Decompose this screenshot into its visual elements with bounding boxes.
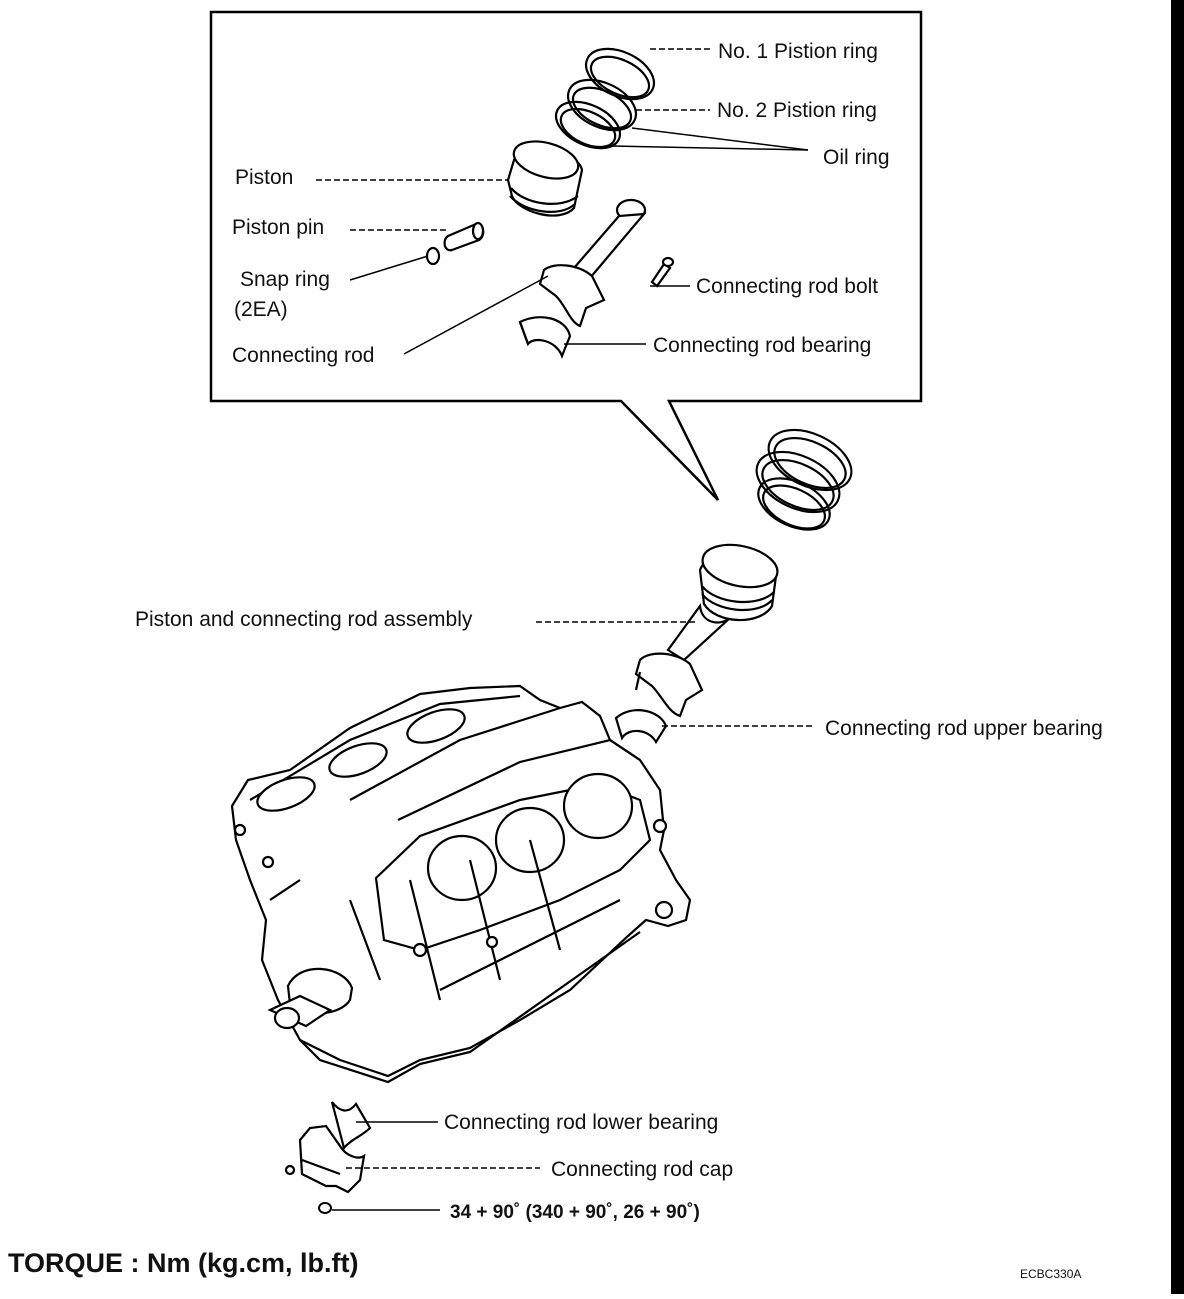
label-snap-ring-qty: (2EA) — [234, 298, 288, 321]
rod-bolt-detail — [650, 256, 675, 288]
lower-leader-lines — [332, 1121, 540, 1211]
label-piston-pin: Piston pin — [232, 216, 324, 239]
label-no1-piston-ring: No. 1 Pistion ring — [718, 40, 878, 63]
figure-code: ECBC330A — [1020, 1267, 1081, 1281]
piston-rings-detail — [554, 47, 656, 150]
piston-rod-assembly — [634, 543, 779, 718]
label-rod-bearing: Connecting rod bearing — [653, 334, 871, 357]
piston-detail — [506, 140, 584, 217]
label-rod-cap: Connecting rod cap — [551, 1158, 733, 1181]
label-connecting-rod: Connecting rod — [232, 344, 374, 367]
assembly-leader-lines — [536, 621, 812, 727]
label-lower-bearing: Connecting rod lower bearing — [444, 1111, 718, 1134]
detail-callout — [209, 10, 923, 501]
piston-pin-detail — [425, 221, 485, 266]
label-snap-ring: Snap ring — [240, 268, 330, 291]
callout-leader-lines — [316, 48, 809, 355]
torque-units-caption: TORQUE : Nm (kg.cm, lb.ft) — [8, 1248, 359, 1278]
lower-bearing — [330, 1101, 372, 1151]
label-upper-bearing: Connecting rod upper bearing — [825, 717, 1103, 740]
upper-bearing-assembly — [614, 709, 668, 745]
connecting-rod-detail — [538, 198, 647, 328]
label-oil-ring: Oil ring — [823, 146, 890, 169]
cap-bolt — [318, 1202, 332, 1214]
label-no2-piston-ring: No. 2 Pistion ring — [717, 99, 877, 122]
rod-bearing-detail — [518, 316, 572, 360]
page-edge-bar — [1171, 0, 1184, 1294]
engine-block — [230, 684, 692, 1084]
label-piston-rod-assembly: Piston and connecting rod assembly — [135, 608, 473, 631]
label-torque-value: 34 + 90˚ (340 + 90˚, 26 + 90˚) — [450, 1202, 700, 1223]
label-piston: Piston — [235, 166, 293, 189]
rod-cap — [284, 1124, 366, 1194]
label-rod-bolt: Connecting rod bolt — [696, 275, 878, 298]
piston-rings-assembly — [755, 428, 853, 531]
